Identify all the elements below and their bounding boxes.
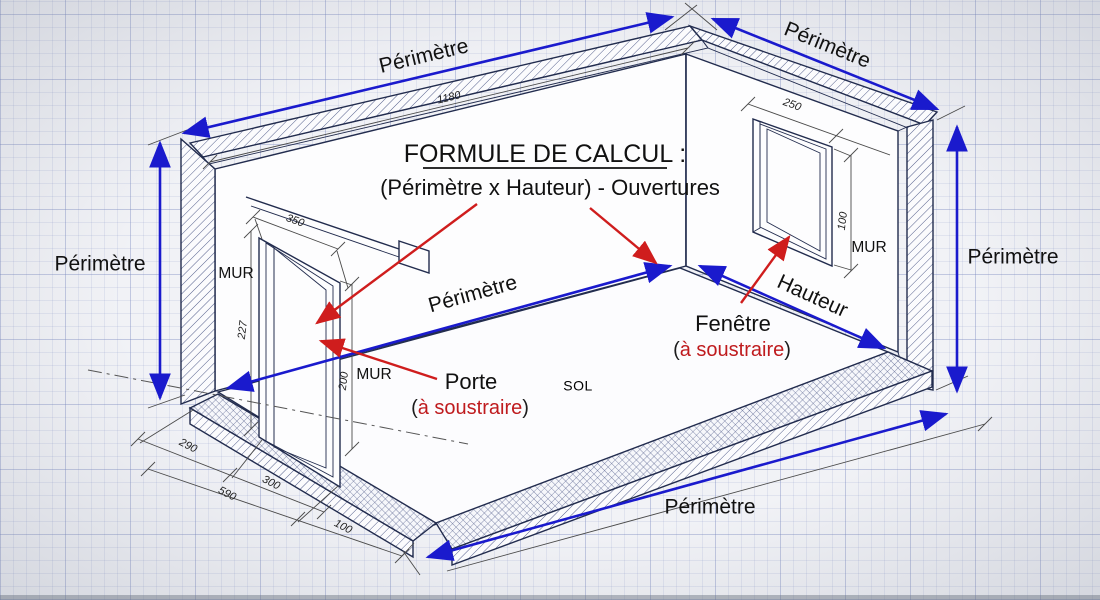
dim-base-total: 590 xyxy=(216,484,239,503)
perimeter-arrow-top-left xyxy=(181,12,675,138)
door-lintel-top xyxy=(245,196,400,250)
perimeter-arrows xyxy=(149,12,968,561)
hauteur-arrow xyxy=(697,264,887,350)
plinth-left-front xyxy=(189,406,414,559)
formula-title: FORMULE DE CALCUL : xyxy=(404,140,686,168)
label-mur-left: MUR xyxy=(218,265,253,282)
dim-door-height-inner: 200 xyxy=(337,370,351,392)
perimeter-arrow-top-right xyxy=(710,17,940,111)
formula-line2: (Périmètre x Hauteur) - Ouvertures xyxy=(380,175,720,200)
formula-to-door-arrow xyxy=(315,203,478,325)
label-mur-mid: MUR xyxy=(356,366,391,383)
formula-to-corner-arrow xyxy=(589,207,658,265)
perimeter-arrow-bottom xyxy=(425,410,949,561)
label-porte: Porte xyxy=(445,369,498,394)
callout-arrows xyxy=(315,203,791,381)
label-perimetre-top-left: Périmètre xyxy=(377,34,471,78)
dim-door-height-outer: 227 xyxy=(236,319,250,341)
right-wall-end-cap xyxy=(906,119,934,391)
label-sol: SOL xyxy=(563,378,593,394)
dim-base-seg1: 290 xyxy=(176,436,199,456)
left-wall-end-cap xyxy=(180,137,216,406)
fenetre-label-arrow xyxy=(740,235,791,304)
perimeter-arrow-interior xyxy=(225,262,673,392)
dim-window-height: 100 xyxy=(836,210,850,231)
label-perimetre-left: Périmètre xyxy=(54,253,145,276)
label-perimetre-bottom: Périmètre xyxy=(664,496,755,519)
window xyxy=(752,118,833,268)
door-lintel-inner xyxy=(250,205,400,258)
label-perimetre-right: Périmètre xyxy=(967,246,1058,269)
porte-label-arrow xyxy=(318,338,438,381)
label-mur-right: MUR xyxy=(851,239,886,256)
label-fenetre: Fenêtre xyxy=(695,311,771,336)
bottom-edge-shade xyxy=(0,595,1100,600)
dim-top-wall: 1180 xyxy=(436,89,463,106)
label-fenetre-note: (à soustraire) xyxy=(673,339,791,361)
right-wall-end-xstrip xyxy=(897,126,908,386)
label-porte-note: (à soustraire) xyxy=(411,397,529,419)
